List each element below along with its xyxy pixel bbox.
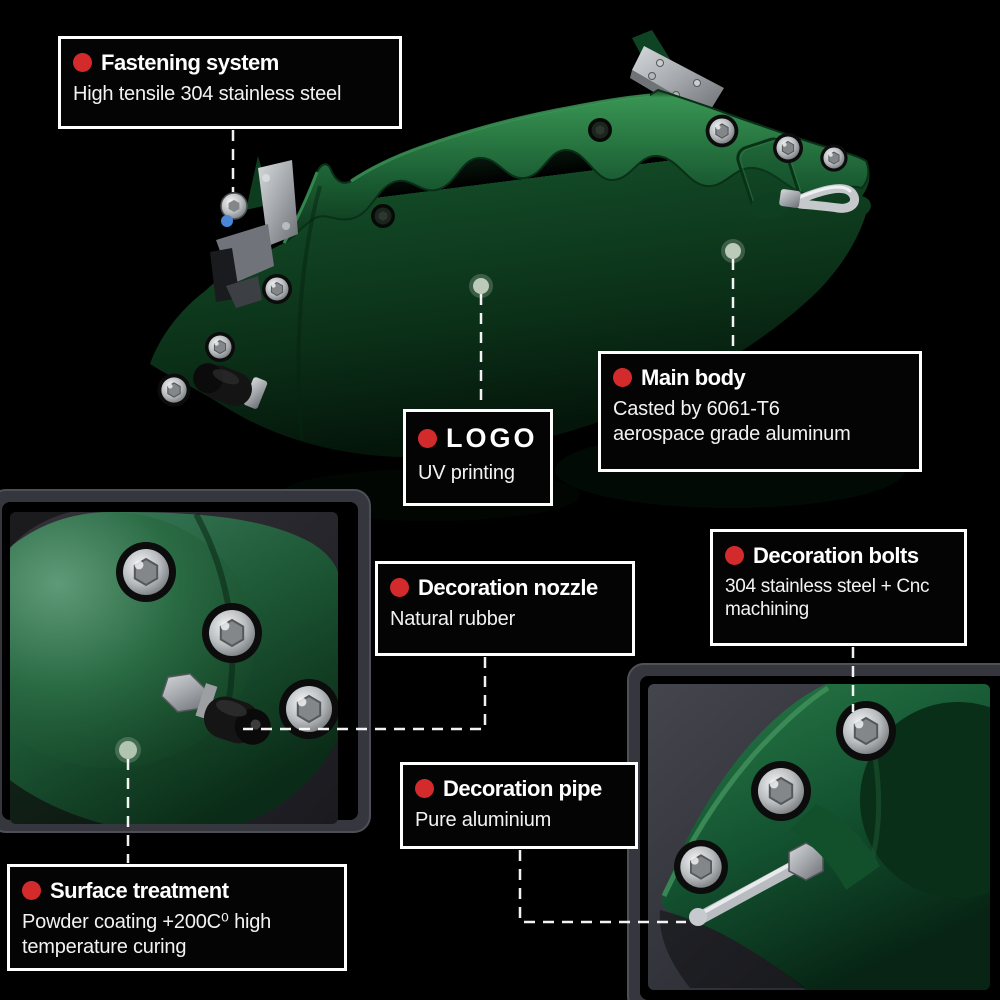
red-dot-icon <box>22 881 41 901</box>
bolt-icon <box>201 602 263 664</box>
callout-title: Decoration nozzle <box>418 575 598 600</box>
callout-title: Decoration bolts <box>753 543 919 568</box>
bolt-icon <box>705 114 739 148</box>
callout-subtitle: Pure aluminium <box>415 809 552 832</box>
callout-decoration-nozzle: Decoration nozzle Natural rubber <box>375 561 635 656</box>
blue-washer <box>221 215 233 227</box>
fastening-bracket <box>210 156 298 308</box>
bolt-icon <box>115 541 177 603</box>
bolt-icon <box>835 700 897 762</box>
inset-right-photo <box>648 684 990 990</box>
callout-subtitle: High tensile 304 stainless steel <box>73 83 342 106</box>
callout-subtitle: UV printing <box>418 462 515 485</box>
bolt-icon <box>673 839 729 895</box>
bolt-icon <box>772 132 804 164</box>
connector-nozzle <box>243 657 487 731</box>
callout-fastening-system: Fastening system High tensile 304 stainl… <box>58 36 402 129</box>
callout-title: Surface treatment <box>50 878 229 903</box>
red-dot-icon <box>390 578 409 598</box>
marker-dot <box>473 278 489 294</box>
callout-title: LOGO <box>446 423 538 453</box>
decoration-pipe-closeup <box>689 804 880 926</box>
callout-subtitle: Natural rubber <box>390 608 516 631</box>
callout-decoration-bolts: Decoration bolts 304 stainless steel + C… <box>710 529 967 646</box>
red-dot-icon <box>415 779 434 799</box>
red-dot-icon <box>613 368 632 388</box>
inset-right <box>627 663 1000 1000</box>
marker-dot <box>725 243 741 259</box>
inset-left-photo <box>10 512 338 824</box>
rubber-nozzle <box>193 363 268 409</box>
marker-dot <box>119 741 137 759</box>
brake-pipe <box>750 184 860 220</box>
rubber-nozzle-closeup <box>160 672 271 745</box>
connector-lines <box>126 130 855 924</box>
caliper-face-crease <box>296 185 322 441</box>
recessed-bolt-icon <box>371 204 395 228</box>
callout-title: Fastening system <box>101 50 279 75</box>
connector-pipe <box>518 850 686 924</box>
bolt-icon <box>750 760 812 822</box>
inset-left <box>0 489 371 833</box>
callout-title: Main body <box>641 365 746 390</box>
callout-subtitle: 304 stainless steel + Cnc machining <box>725 576 930 621</box>
bolt-icon <box>156 372 192 408</box>
red-dot-icon <box>418 429 437 449</box>
recessed-bolt-icon <box>588 118 612 142</box>
callout-decoration-pipe: Decoration pipe Pure aluminium <box>400 762 638 849</box>
callout-subtitle: Powder coating +200C⁰ high temperature c… <box>22 911 272 958</box>
callout-main-body: Main body Casted by 6061-T6 aerospace gr… <box>598 351 922 472</box>
bolt-icon <box>261 273 293 305</box>
red-dot-icon <box>725 546 744 566</box>
callout-title: Decoration pipe <box>443 776 602 801</box>
marker-dots <box>115 239 745 763</box>
red-dot-icon <box>73 53 92 73</box>
callout-surface-treatment: Surface treatment Powder coating +200C⁰ … <box>7 864 347 971</box>
bolt-icon <box>204 331 236 363</box>
callout-subtitle: Casted by 6061-T6 aerospace grade alumin… <box>613 398 851 445</box>
callout-logo: LOGO UV printing <box>403 409 553 506</box>
bolt-icon <box>819 143 849 173</box>
